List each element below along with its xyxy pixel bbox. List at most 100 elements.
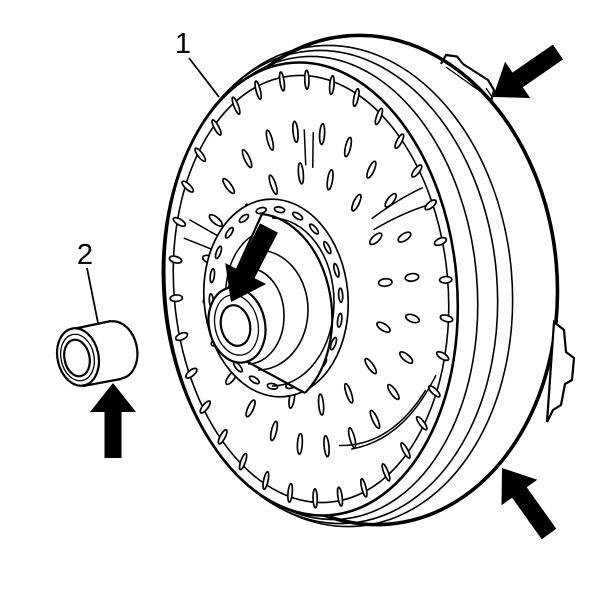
- vent-slot: [305, 70, 310, 89]
- bushing-bore: [63, 338, 91, 378]
- face-tick-line: [184, 235, 216, 253]
- vent-slot: [241, 148, 253, 170]
- vent-slot: [405, 273, 419, 282]
- face-tick-line: [310, 132, 317, 168]
- vent-slot: [411, 163, 423, 179]
- lug-notch-line: [485, 87, 493, 98]
- callout-1-label: 1: [175, 28, 191, 60]
- vent-slot: [439, 276, 452, 283]
- hub-drain-slot: [329, 336, 337, 351]
- vent-slot: [238, 452, 248, 471]
- vent-slot: [318, 394, 325, 415]
- vent-slot: [170, 295, 183, 302]
- vent-slot: [381, 462, 391, 482]
- bushing-chamfer: [59, 333, 96, 382]
- vent-slot: [313, 489, 318, 508]
- vent-slot: [269, 420, 278, 442]
- pointer-arrow-hub-pilot-icon: [225, 223, 278, 302]
- hub-drain-slot: [333, 263, 340, 278]
- vent-slot: [329, 75, 335, 95]
- hub-drain-slot: [249, 375, 260, 385]
- hub-cone-contour: [257, 249, 309, 371]
- callout-1-leader: [188, 57, 220, 98]
- vent-slot: [416, 415, 428, 432]
- vent-slot: [350, 192, 362, 213]
- lug-pad-outer-line: [462, 63, 496, 103]
- vent-slot: [400, 441, 412, 460]
- vent-slot: [287, 483, 293, 503]
- hub-drain-slot: [292, 211, 303, 221]
- vent-slot: [428, 384, 441, 399]
- vent-slot: [262, 471, 270, 491]
- vent-slot: [254, 80, 263, 100]
- pointer-arrow-bushing-icon: [90, 383, 136, 458]
- hub-drain-slot: [214, 245, 222, 260]
- vent-slot: [209, 213, 223, 229]
- vent-slot: [436, 350, 449, 362]
- hub-drain-slot: [209, 268, 215, 283]
- hub-drain-slot: [274, 206, 284, 213]
- lug-tab-line: [440, 53, 464, 65]
- vent-slot: [169, 255, 182, 264]
- vent-slot: [386, 382, 400, 401]
- hub-base-arc-restroke: [261, 212, 334, 394]
- vent-slot: [360, 478, 369, 498]
- vent-slot: [173, 216, 186, 228]
- pilot-bushing: [55, 319, 139, 388]
- vent-slot: [343, 382, 354, 404]
- vent-slot: [397, 230, 411, 244]
- face-crease-line: [345, 375, 441, 449]
- vent-slot: [279, 72, 286, 92]
- converter-lug-right: [545, 319, 576, 423]
- hub-drain-slot: [239, 213, 250, 224]
- vent-slot: [434, 236, 447, 247]
- hub-pilot-bore: [219, 304, 252, 347]
- vent-slot: [298, 163, 305, 184]
- hub-drain-slot: [309, 223, 320, 236]
- face-crease-line: [335, 390, 430, 446]
- vent-slot: [384, 191, 398, 209]
- vent-slot: [369, 231, 383, 247]
- hub-mouth-arc: [271, 217, 335, 387]
- vent-slot: [268, 174, 279, 196]
- vent-slot: [265, 129, 275, 151]
- vent-slot: [326, 169, 334, 191]
- pointer-arrow-top-right-icon: [493, 44, 564, 98]
- vent-slot: [394, 132, 405, 150]
- vent-slot: [352, 88, 360, 108]
- vent-slot: [374, 107, 384, 126]
- vent-slot: [319, 123, 325, 145]
- vent-slot: [378, 278, 392, 287]
- hub-drain-slot: [337, 313, 343, 328]
- face-tick-line: [189, 217, 220, 240]
- vent-slot: [424, 198, 437, 212]
- pointer-arrow-bottom-right-icon: [501, 468, 557, 540]
- vent-slot: [185, 366, 198, 380]
- vent-slot: [181, 179, 194, 194]
- vent-slot: [245, 398, 257, 419]
- vent-slot: [399, 350, 413, 366]
- vent-slot: [406, 313, 420, 324]
- bushing-top-edge: [72, 319, 112, 331]
- face-tick-line: [303, 129, 308, 165]
- lug-pad-mid-line: [445, 66, 492, 100]
- vent-slot: [323, 435, 330, 456]
- vent-slot: [194, 146, 206, 163]
- bushing-bottom-edge: [82, 377, 122, 388]
- vent-slot: [222, 176, 236, 195]
- callout-2-leader: [86, 267, 99, 324]
- hub-cone-contour: [247, 267, 285, 365]
- vent-slot: [369, 409, 381, 431]
- vent-slot: [376, 320, 390, 334]
- vent-slot: [199, 399, 211, 415]
- vent-slot: [343, 136, 352, 158]
- vent-slot: [231, 96, 241, 116]
- vent-slot: [292, 121, 299, 142]
- hub-drain-slot: [338, 288, 343, 302]
- vent-slot: [337, 487, 344, 507]
- vent-slot: [365, 159, 377, 180]
- vent-slot: [297, 433, 303, 455]
- vent-slot: [175, 331, 188, 342]
